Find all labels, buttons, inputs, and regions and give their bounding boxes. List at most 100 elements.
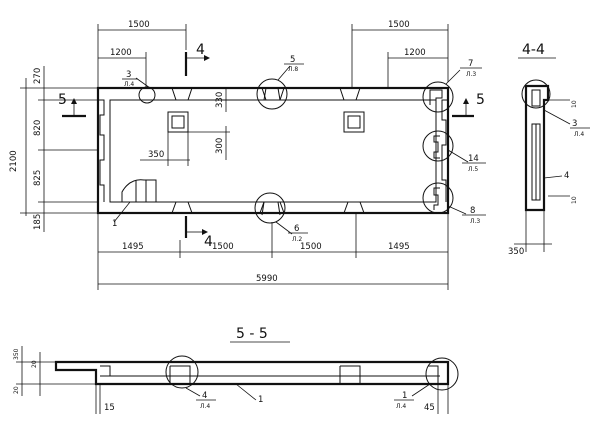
dim-185: 185 — [33, 214, 43, 230]
dim-1495-right: 1495 — [388, 242, 410, 252]
section-4-4-leader-3 — [543, 109, 571, 125]
top-rib-3 — [261, 87, 285, 101]
section-4-4-callout-4: 4 — [564, 171, 569, 181]
section-4-top-arrow — [204, 55, 210, 61]
detail-circle-14-content — [433, 135, 440, 159]
dim-1500-a: 1500 — [212, 242, 234, 252]
callout-6-sheet: Л.2 — [292, 236, 302, 243]
callout-7-sheet: Л.3 — [466, 71, 476, 78]
detail-circle-5-content — [263, 87, 281, 101]
section-5-5-callout-4-sheet: Л.4 — [200, 403, 210, 410]
detail-circle-7 — [422, 81, 454, 113]
section-5-5-profile — [54, 360, 450, 386]
section-4-4-leader-4 — [543, 175, 563, 179]
dim-350: 350 — [148, 150, 164, 160]
left-edge-profile — [98, 99, 105, 202]
section-4-4-callout-3-sheet: Л.4 — [574, 131, 584, 138]
dim-1200-right: 1200 — [404, 48, 426, 58]
callout-14-num: 14 — [468, 154, 479, 164]
embedded-plate-right — [343, 111, 365, 133]
section-5-5-d45: 45 — [424, 403, 435, 413]
section-5-5-leader-1a — [235, 383, 257, 401]
top-rib-2 — [339, 87, 361, 101]
section-4-bottom-label: 4 — [204, 234, 213, 250]
detail-circle-3 — [138, 86, 156, 104]
section-5-5-detail-circle-right — [425, 357, 459, 391]
callout-7-num: 7 — [468, 59, 473, 69]
section-5-5-d350: 350 — [13, 348, 20, 360]
detail-circle-14 — [422, 130, 454, 162]
callout-3-sheet: Л.4 — [124, 81, 134, 88]
detail-circle-8 — [422, 182, 454, 214]
section-4-4-rib — [531, 123, 541, 201]
detail-circle-6-content — [261, 201, 281, 216]
callout-8-sheet: Л.3 — [470, 218, 480, 225]
callout-3-num: 3 — [126, 70, 131, 80]
right-edge-profile — [441, 99, 448, 202]
section-4-4-detail-circle — [521, 79, 551, 109]
section-5-5-leader-1b — [411, 383, 431, 397]
dim-1500-left: 1500 — [128, 20, 150, 30]
leader-1 — [113, 201, 131, 223]
section-5-right-arrow — [463, 98, 469, 104]
bottom-rib-1 — [171, 201, 193, 214]
section-4-bottom-arrow — [202, 229, 208, 235]
lifting-element-detail — [135, 180, 147, 202]
callout-1-num: 1 — [112, 219, 117, 229]
section-5-5-callout-1b-sheet: Л.4 — [396, 403, 406, 410]
section-5-5-callout-1a: 1 — [258, 395, 263, 405]
section-5-5-callout-1b: 1 — [402, 391, 407, 401]
section-5-5-title: 5 - 5 — [236, 326, 268, 342]
section-4-4-callout-3: 3 — [572, 119, 577, 129]
section-4-4-d350: 350 — [508, 247, 524, 257]
section-5-5-callout-4: 4 — [202, 391, 207, 401]
dim-1200-left: 1200 — [110, 48, 132, 58]
dim-300: 300 — [215, 138, 225, 154]
leader-3 — [135, 77, 151, 89]
dim-825: 825 — [33, 170, 43, 186]
section-4-top-label: 4 — [196, 42, 205, 58]
embedded-plate-left-inner — [171, 115, 185, 129]
section-5-right-label: 5 — [476, 92, 485, 108]
detail-circle-8-content — [433, 187, 440, 210]
leader-6 — [275, 221, 293, 235]
section-4-4-d10-top: 10 — [571, 100, 578, 108]
dim-total: 5990 — [256, 274, 278, 284]
section-5-5-d20-bottom: 20 — [13, 386, 20, 394]
dim-1500-b: 1500 — [300, 242, 322, 252]
section-5-left-arrow — [71, 98, 77, 104]
dim-270: 270 — [33, 68, 43, 84]
leader-5 — [277, 65, 291, 81]
top-rib-1 — [171, 87, 193, 101]
detail-circle-7-content — [429, 89, 443, 105]
dim-820: 820 — [33, 120, 43, 136]
lifting-element — [121, 179, 157, 202]
detail-circle-5 — [256, 78, 288, 110]
panel-inner-contour — [109, 99, 437, 203]
callout-8-num: 8 — [470, 206, 475, 216]
dim-2100: 2100 — [9, 150, 19, 172]
callout-14-sheet: Л.5 — [468, 166, 478, 173]
bottom-rib-3 — [343, 201, 365, 214]
section-5-5-detail-circle-left — [165, 355, 199, 389]
dim-330: 330 — [215, 92, 225, 108]
section-4-4-detail — [531, 89, 541, 107]
section-5-5-leader-4 — [185, 387, 201, 397]
section-5-5-d20-top: 20 — [31, 360, 38, 368]
section-4-4-d10-bottom: 10 — [571, 196, 578, 204]
section-4-4-title: 4-4 — [522, 42, 545, 58]
callout-5-num: 5 — [290, 55, 295, 65]
section-5-5: 5 - 5 350 20 20 15 45 4 Л.4 1 1 Л.4 — [13, 326, 459, 414]
embedded-plate-left — [167, 111, 189, 133]
embedded-plate-right-inner — [347, 115, 361, 129]
section-5-5-ribs — [100, 365, 439, 384]
section-4-4: 4-4 10 10 3 Л.4 4 350 — [508, 42, 590, 257]
dim-1495-left: 1495 — [122, 242, 144, 252]
dim-1500-right: 1500 — [388, 20, 410, 30]
plan-view: 3 Л.4 5 Л.8 7 Л.3 14 Л.5 8 Л.3 6 Л.2 1 4… — [9, 20, 486, 290]
callout-5-sheet: Л.8 — [288, 66, 298, 73]
leader-8 — [447, 205, 467, 215]
detail-circle-6 — [254, 192, 286, 224]
callout-6-num: 6 — [294, 224, 299, 234]
section-5-5-d15: 15 — [104, 403, 115, 413]
